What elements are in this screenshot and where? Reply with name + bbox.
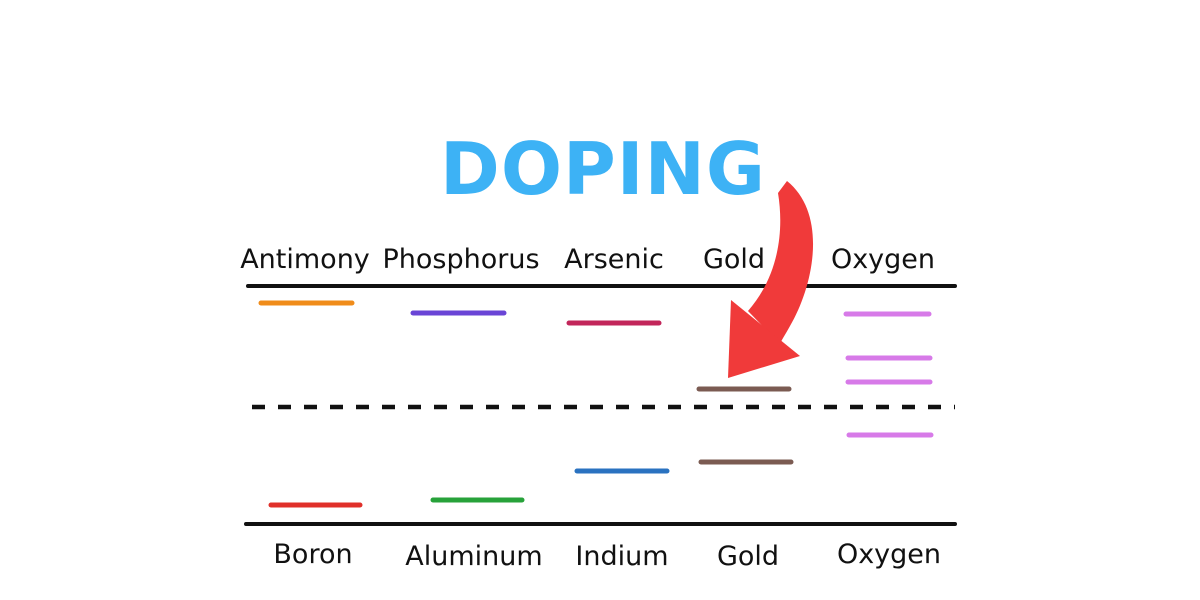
label-antimony: Antimony [240,244,370,275]
label-phosphorus: Phosphorus [382,244,539,275]
label-arsenic: Arsenic [564,244,664,275]
bottom-labels: Boron Aluminum Indium Gold Oxygen [273,539,941,572]
label-aluminum: Aluminum [405,541,542,572]
top-labels: Antimony Phosphorus Arsenic Gold Oxygen [240,244,935,275]
label-oxygen-bottom: Oxygen [837,539,941,570]
red-arrow-icon [728,181,814,378]
label-boron: Boron [273,539,352,570]
diagram-title: DOPING [440,127,766,211]
label-oxygen-top: Oxygen [831,244,935,275]
label-gold-top: Gold [703,244,765,275]
label-indium: Indium [575,541,668,572]
label-gold-bottom: Gold [717,541,779,572]
